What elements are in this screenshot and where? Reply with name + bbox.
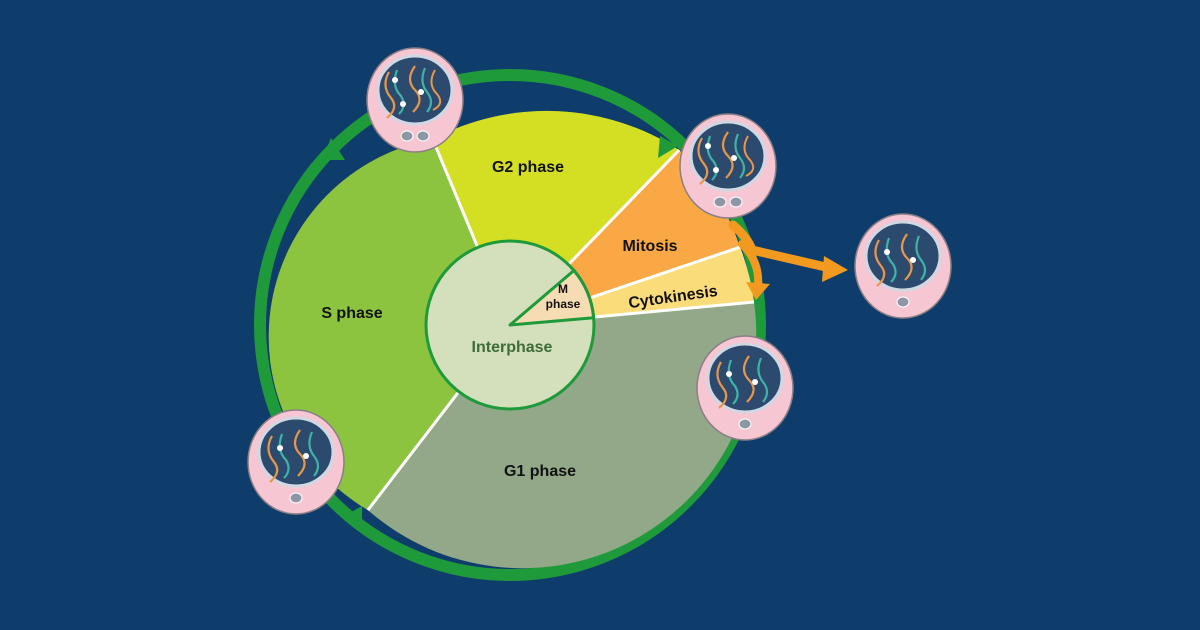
mitosis-label: Mitosis bbox=[622, 238, 677, 255]
ring-arrowhead-right bbox=[658, 136, 678, 158]
g1-phase-wedge bbox=[367, 302, 757, 569]
cell-daughter bbox=[853, 212, 953, 320]
cycle-ring bbox=[254, 69, 766, 581]
ring-arrowhead-top-left bbox=[322, 138, 345, 160]
g2-phase-label: G2 phase bbox=[492, 159, 564, 176]
cell-mitosis bbox=[678, 112, 778, 220]
s-phase-wedge bbox=[268, 139, 510, 511]
interphase-label: Interphase bbox=[472, 339, 553, 356]
cell-s bbox=[246, 408, 346, 516]
m-phase-label-line1: M bbox=[558, 282, 568, 296]
cell-g1 bbox=[695, 334, 795, 442]
division-arrow bbox=[728, 220, 848, 300]
cell-g2 bbox=[365, 46, 465, 154]
s-phase-label: S phase bbox=[321, 305, 382, 322]
g1-phase-label: G1 phase bbox=[504, 463, 576, 480]
ring-arrowhead-bottom-left bbox=[344, 506, 362, 528]
m-phase-label-line2: phase bbox=[546, 297, 581, 311]
m-phase-slice bbox=[508, 269, 596, 327]
